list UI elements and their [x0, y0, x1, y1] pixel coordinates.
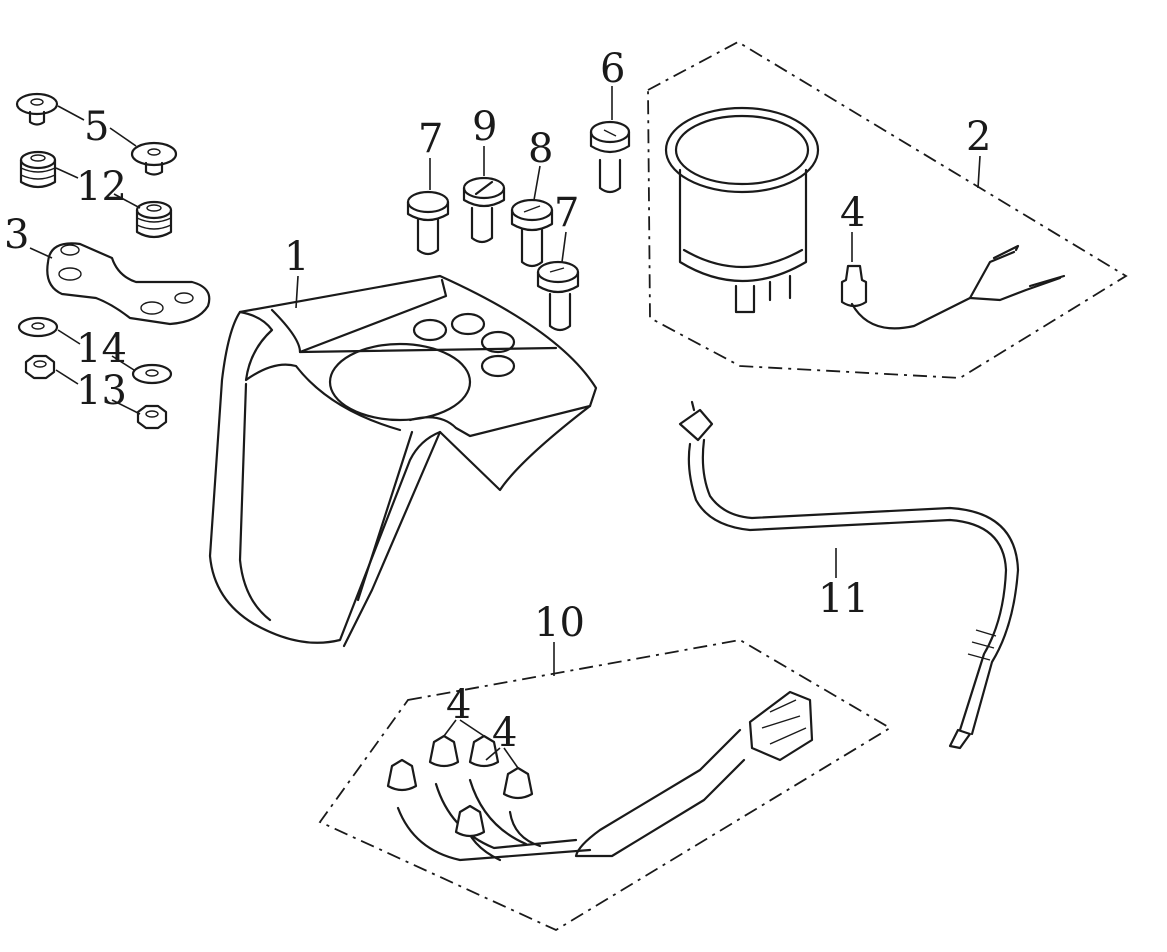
washer-14-left: [17, 316, 59, 338]
callout-3: 3: [4, 212, 29, 258]
callout-8: 8: [528, 126, 553, 172]
nut-13-left: [24, 354, 56, 380]
callout-5: 5: [84, 104, 109, 150]
washer-5-right: [130, 141, 178, 176]
callout-13: 13: [76, 368, 127, 414]
callout-9: 9: [472, 104, 497, 150]
grommet-12-right: [135, 200, 173, 239]
callout-4-upper: 4: [840, 190, 865, 236]
washer-5-left: [15, 92, 59, 126]
group-boundary-10: [318, 639, 892, 932]
grommet-12-left: [19, 150, 57, 189]
nut-13-right: [136, 404, 168, 430]
washer-14-right: [131, 363, 173, 385]
indicator-lamp-8: [510, 198, 554, 268]
callout-4-harness-right: 4: [492, 710, 517, 756]
callout-1: 1: [284, 234, 309, 280]
indicator-lamp-7-right: [536, 260, 580, 332]
meter-housing-1: [208, 274, 598, 648]
bracket-3: [46, 242, 211, 326]
speedometer-cable: [678, 400, 1020, 750]
speedometer-gauge: [664, 106, 820, 314]
callout-14: 14: [76, 326, 127, 372]
callout-4-harness-left: 4: [446, 682, 471, 728]
callout-7-right: 7: [554, 190, 579, 236]
callout-7-left: 7: [418, 116, 443, 162]
wire-harness-10: [386, 690, 814, 862]
callout-2: 2: [966, 114, 991, 160]
bulb-socket-4-upper: [840, 244, 1066, 330]
callout-11: 11: [818, 576, 869, 622]
leader-lines: [29, 86, 981, 769]
callout-10: 10: [534, 600, 585, 646]
callout-12: 12: [76, 164, 127, 210]
indicator-lamp-9: [462, 176, 506, 244]
indicator-lamp-6: [589, 120, 631, 194]
callout-6: 6: [600, 46, 625, 92]
indicator-lamp-7-left: [406, 190, 450, 256]
